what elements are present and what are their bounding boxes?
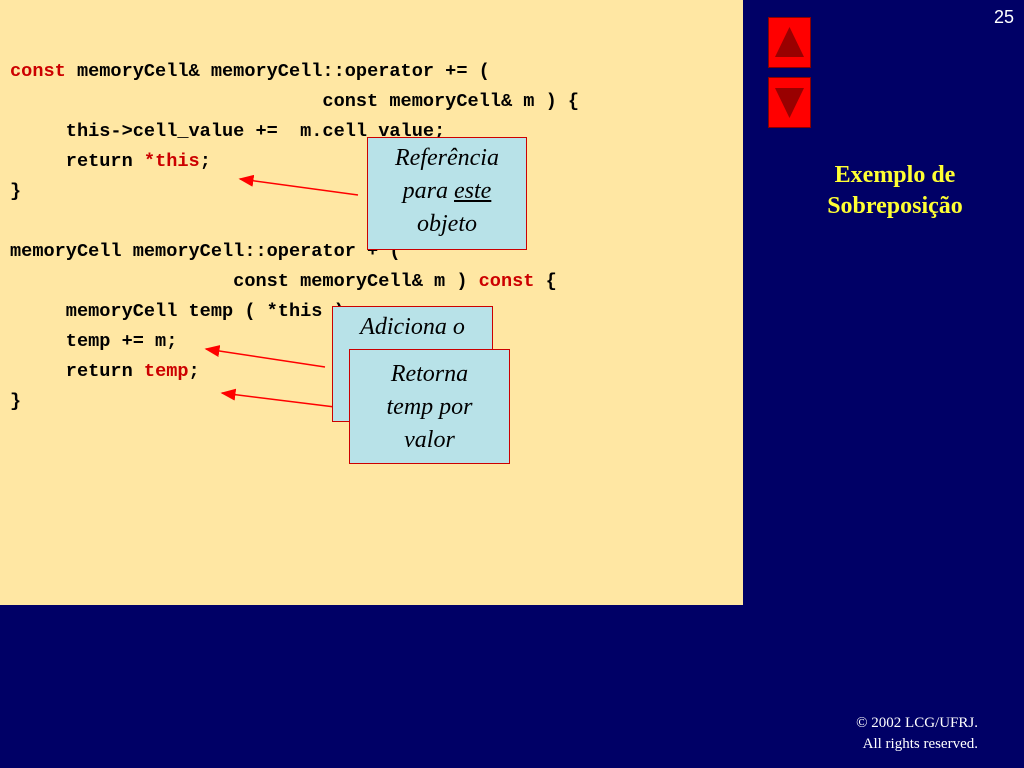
code-line: const memoryCell& memoryCell::operator +…	[10, 57, 579, 87]
callout-text: para este	[368, 175, 526, 208]
callout-referencia: Referência para este objeto	[367, 137, 527, 250]
code-line: }	[10, 391, 22, 412]
callout-underlined-text: este	[454, 178, 492, 204]
code-line: temp += m;	[10, 331, 178, 352]
code-block: const memoryCell& memoryCell::operator +…	[10, 57, 579, 417]
slide-title-line: Exemplo de	[834, 162, 956, 188]
code-keyword: const	[478, 271, 535, 292]
code-keyword: temp	[143, 361, 189, 382]
callout-text: para	[402, 178, 455, 204]
callout-text: temp por	[386, 394, 473, 420]
triangle-up-icon	[775, 27, 804, 57]
triangle-down-icon	[775, 88, 804, 118]
copyright-notice: © 2002 LCG/UFRJ. All rights reserved.	[856, 713, 978, 755]
code-line: memoryCell temp ( *this );	[10, 301, 356, 322]
code-text: ;	[188, 361, 200, 382]
code-text: memoryCell& memoryCell::operator += (	[65, 61, 490, 82]
callout-text: Referência	[395, 145, 499, 171]
code-line: }	[10, 181, 22, 202]
previous-slide-button[interactable]	[768, 17, 811, 68]
code-text: return	[10, 151, 144, 172]
code-panel: const memoryCell& memoryCell::operator +…	[0, 0, 743, 605]
callout-text: valor	[404, 427, 455, 453]
slide-title: Exemplo de Sobreposição	[780, 160, 1010, 222]
code-text: const memoryCell& m )	[10, 271, 479, 292]
code-line: const memoryCell& m ) const {	[10, 267, 579, 297]
code-line: return temp;	[10, 357, 579, 387]
callout-text: objeto	[417, 211, 477, 237]
code-line: memoryCell memoryCell::operator + (	[10, 241, 401, 262]
code-keyword: *this	[143, 151, 200, 172]
copyright-line: © 2002 LCG/UFRJ.	[856, 715, 978, 731]
code-line: return *this;	[10, 147, 579, 177]
callout-retorna: Retorna temp por valor	[349, 349, 510, 464]
code-line: this->cell_value += m.cell_value;	[10, 121, 446, 142]
page-number: 25	[993, 7, 1014, 27]
code-line: const memoryCell& m ) {	[10, 91, 580, 112]
code-keyword: const	[10, 61, 66, 82]
code-text: ;	[199, 151, 211, 172]
code-text: {	[534, 271, 557, 292]
callout-text: Retorna	[390, 361, 469, 387]
callout-text: Adiciona o	[360, 314, 465, 340]
next-slide-button[interactable]	[768, 77, 811, 128]
code-text: return	[10, 361, 144, 382]
slide-title-line: Sobreposição	[827, 193, 963, 219]
copyright-line: All rights reserved.	[862, 736, 978, 752]
